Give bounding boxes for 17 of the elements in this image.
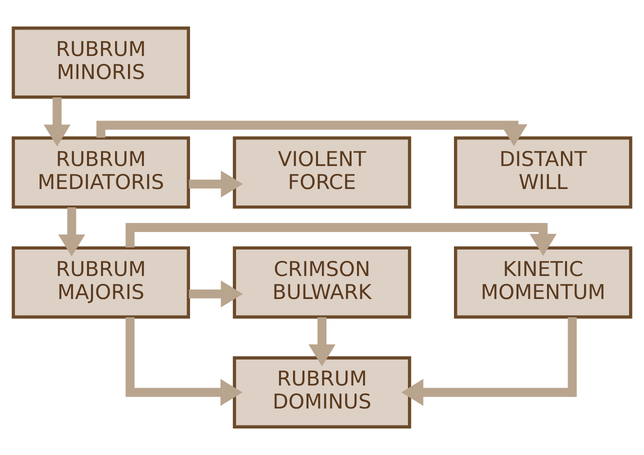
arrow xyxy=(188,280,243,308)
arrow xyxy=(96,120,528,146)
node-box: KINETIC MOMENTUM xyxy=(454,246,632,319)
node-box: CRIMSON BULWARK xyxy=(232,246,412,319)
node-box: RUBRUM DOMINUS xyxy=(232,356,412,428)
node-box: RUBRUM MAJORIS xyxy=(12,246,190,319)
node-box: RUBRUM MINORIS xyxy=(12,26,190,99)
arrow xyxy=(44,97,71,147)
arrow xyxy=(126,223,557,256)
arrow xyxy=(308,317,336,366)
node-box: VIOLENT FORCE xyxy=(232,136,412,209)
node-box: DISTANT WILL xyxy=(454,136,632,209)
node-box: RUBRUM MEDIATORIS xyxy=(12,136,190,209)
arrow xyxy=(126,317,242,406)
arrow xyxy=(401,317,577,406)
arrow xyxy=(188,170,243,198)
arrow xyxy=(58,207,86,256)
